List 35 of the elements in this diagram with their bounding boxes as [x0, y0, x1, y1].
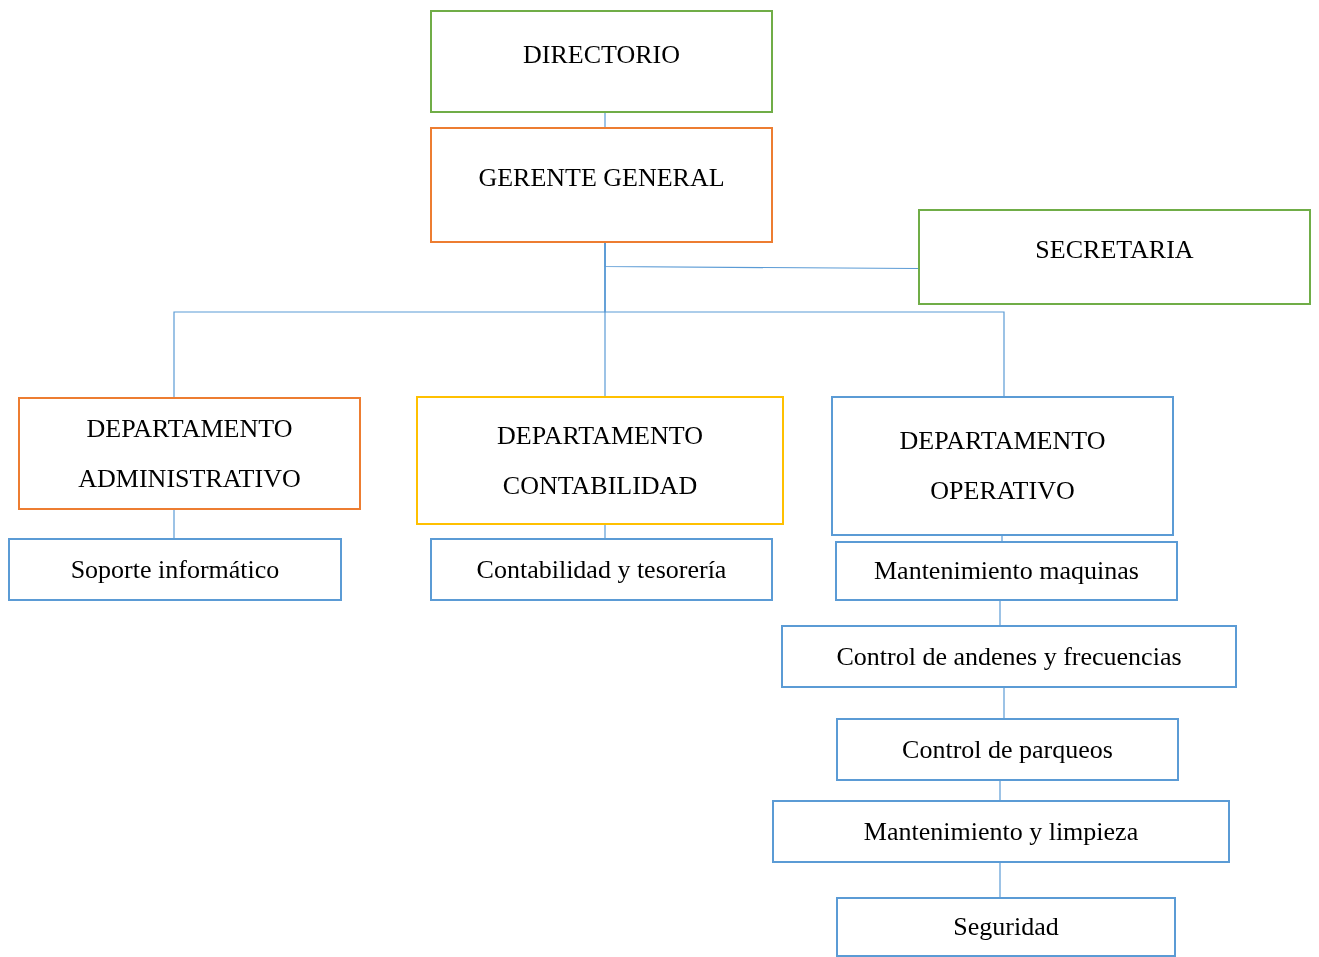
org-box	[781, 625, 1237, 688]
org-box	[18, 397, 361, 510]
box-label: Soporte informático	[69, 553, 281, 586]
box-label: DEPARTAMENTO CONTABILIDAD	[496, 419, 704, 502]
connector-line	[604, 524, 606, 539]
org-box	[430, 10, 773, 113]
connector-line	[1001, 535, 1003, 542]
connector-line	[604, 112, 606, 128]
box-label: Seguridad	[952, 911, 1060, 943]
connector-line	[999, 862, 1001, 898]
org-box	[416, 396, 784, 525]
box-label: DEPARTAMENTO ADMINISTRATIVO	[77, 412, 302, 495]
connector-line	[1003, 687, 1005, 719]
org-box	[918, 209, 1311, 305]
box-label: Mantenimiento y limpieza	[862, 815, 1140, 848]
org-box	[835, 541, 1178, 601]
connector-line	[999, 780, 1001, 801]
connector-line	[999, 600, 1001, 626]
org-box	[8, 538, 342, 601]
org-box	[430, 538, 773, 601]
box-label: SECRETARIA	[1034, 234, 1195, 266]
box-label: Control de andenes y frecuencias	[835, 640, 1183, 673]
box-label: DEPARTAMENTO OPERATIVO	[898, 425, 1107, 507]
connector-line	[604, 242, 1005, 397]
box-label: Mantenimiento maquinas	[873, 555, 1140, 587]
box-label: Control de parqueos	[901, 733, 1114, 766]
box-label: DIRECTORIO	[522, 38, 681, 71]
box-label: GERENTE GENERAL	[477, 162, 726, 194]
org-box	[772, 800, 1230, 863]
org-box	[430, 127, 773, 243]
connector-line	[173, 509, 175, 539]
org-box	[836, 718, 1179, 781]
org-box	[836, 897, 1176, 957]
org-box	[831, 396, 1174, 536]
box-label: Contabilidad y tesorería	[475, 553, 728, 586]
